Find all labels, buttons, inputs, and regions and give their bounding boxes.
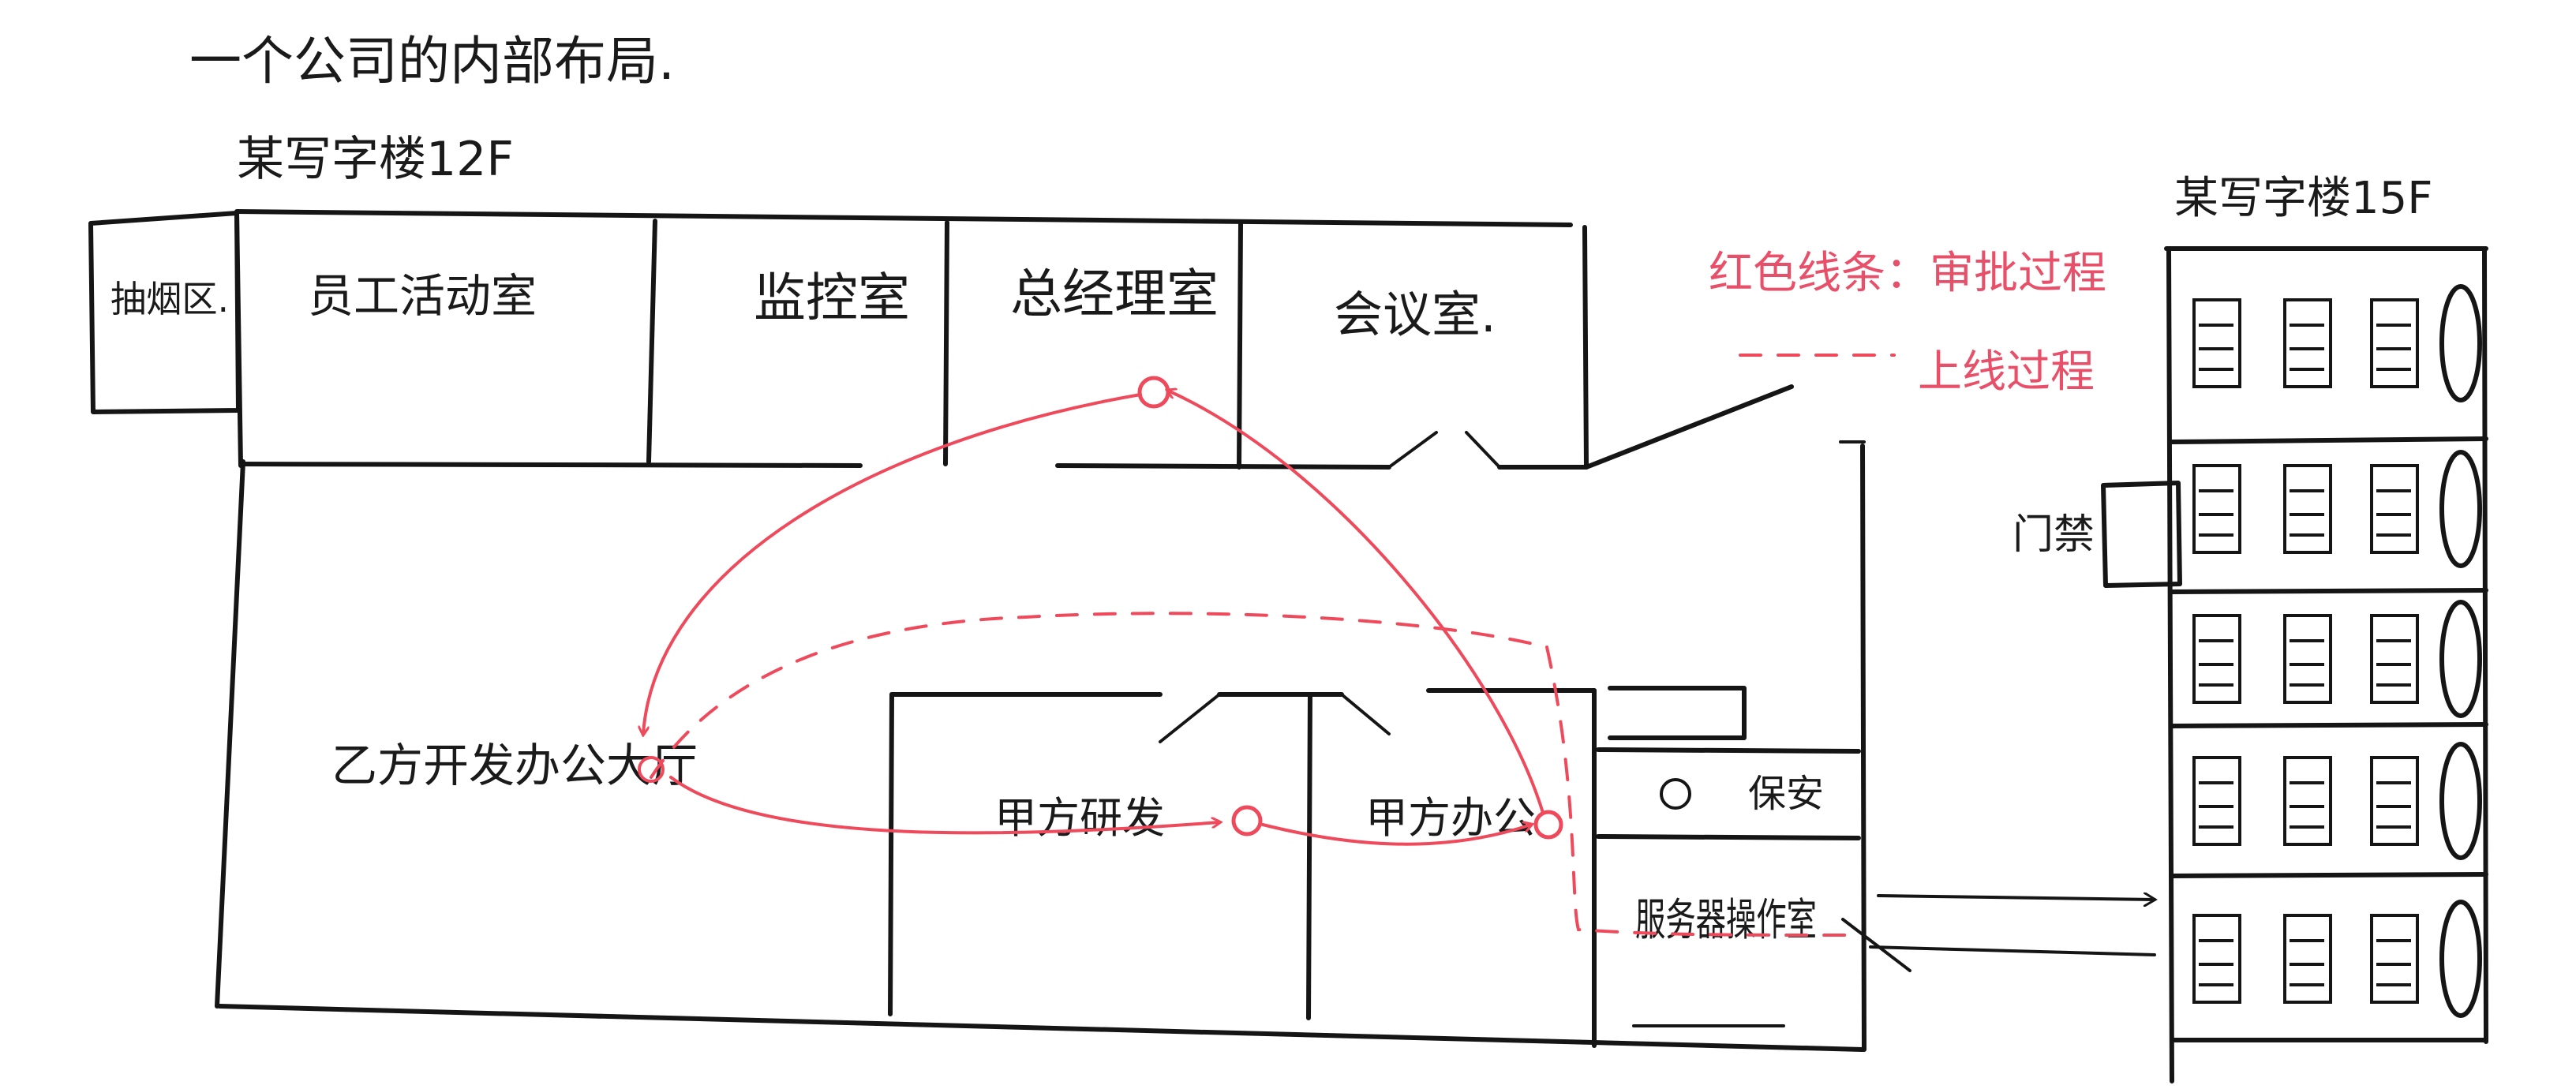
link-line-lower	[1869, 945, 2156, 956]
room-monitor: 监控室	[646, 219, 910, 464]
room-label-server: 服务器操作室	[1635, 895, 1817, 946]
server-rack-icon	[2283, 756, 2332, 846]
approval-office-to-gm	[1168, 391, 1544, 814]
server-rack-icon	[2370, 756, 2419, 846]
security-desk-icon	[1660, 778, 1691, 810]
room-staff-lounge: 员工活动室	[308, 269, 537, 323]
room-label-server-room: 服务器操作室	[1635, 895, 1817, 946]
approval-process-lines	[638, 376, 1848, 937]
room-label-vendor-hall: 乙方开发办公大厅	[331, 739, 698, 792]
approval-rd-to-office	[1261, 825, 1531, 846]
room-label-meeting: 会议室.	[1334, 286, 1496, 343]
server-rack-icon	[2192, 914, 2241, 1004]
legend-dashed-label: 上线过程	[1918, 346, 2095, 398]
server-disk-icon	[2439, 450, 2482, 568]
room-security-server: 保安 服务器操作室	[1592, 686, 1861, 1048]
building-12f-walls	[215, 209, 1866, 1052]
server-disk-icon	[2439, 742, 2482, 860]
building-15f-label: 某写字楼15F	[2174, 173, 2432, 224]
approval-gm-to-hall	[643, 393, 1142, 734]
server-rack-grid	[2192, 284, 2482, 1018]
server-rack-icon	[2192, 464, 2241, 554]
server-disk-icon	[2439, 284, 2482, 402]
legend: 红色线条：审批过程 上线过程	[1709, 248, 2106, 398]
server-rack-icon	[2283, 914, 2332, 1004]
node-gm-office	[1137, 376, 1170, 409]
server-rack-icon	[2192, 756, 2241, 846]
room-label-client-office: 甲方办公	[1365, 793, 1536, 843]
room-label-gm-office: 总经理室	[1010, 264, 1219, 324]
room-gm-office: 总经理室	[943, 220, 1219, 466]
room-label-security: 保安	[1748, 772, 1824, 816]
link-arrow-upper	[1877, 896, 2155, 900]
building-12f-label: 某写字楼12F	[237, 132, 514, 187]
server-rack-icon	[2370, 298, 2419, 388]
deploy-path	[650, 612, 1848, 937]
server-rack-icon	[2192, 298, 2241, 388]
diagram-title: 一个公司的内部布局.	[189, 31, 675, 92]
server-rack-icon	[2283, 614, 2332, 704]
approval-hall-to-rd	[669, 776, 1219, 835]
link-line-stub	[1841, 918, 1911, 972]
room-label-monitor: 监控室	[754, 268, 910, 328]
room-meeting: 会议室.	[1237, 221, 1589, 470]
access-gate: 门禁	[2012, 481, 2182, 588]
node-vendor-hall	[638, 756, 665, 783]
legend-solid-label: 红色线条：审批过程	[1709, 248, 2106, 299]
access-gate-label: 门禁	[2012, 511, 2095, 559]
server-rack-icon	[2370, 614, 2419, 704]
server-rack-icon	[2192, 614, 2241, 704]
room-label-client-rd: 甲方研发	[994, 793, 1165, 843]
server-rack-icon	[2283, 298, 2332, 388]
room-smoking-area: 抽烟区.	[88, 211, 241, 414]
room-label-staff-lounge: 员工活动室	[308, 269, 537, 323]
server-rack-icon	[2370, 464, 2419, 554]
server-disk-icon	[2439, 600, 2482, 718]
server-rack-icon	[2283, 464, 2332, 554]
node-client-rd	[1231, 805, 1263, 836]
room-client-block: 甲方研发 甲方办公	[888, 688, 1597, 1020]
room-label-smoking: 抽烟区.	[110, 278, 229, 320]
server-rack-icon	[2370, 914, 2419, 1004]
building-15f-server-racks	[2164, 246, 2488, 1083]
node-client-office	[1533, 810, 1563, 840]
server-disk-icon	[2439, 900, 2482, 1018]
